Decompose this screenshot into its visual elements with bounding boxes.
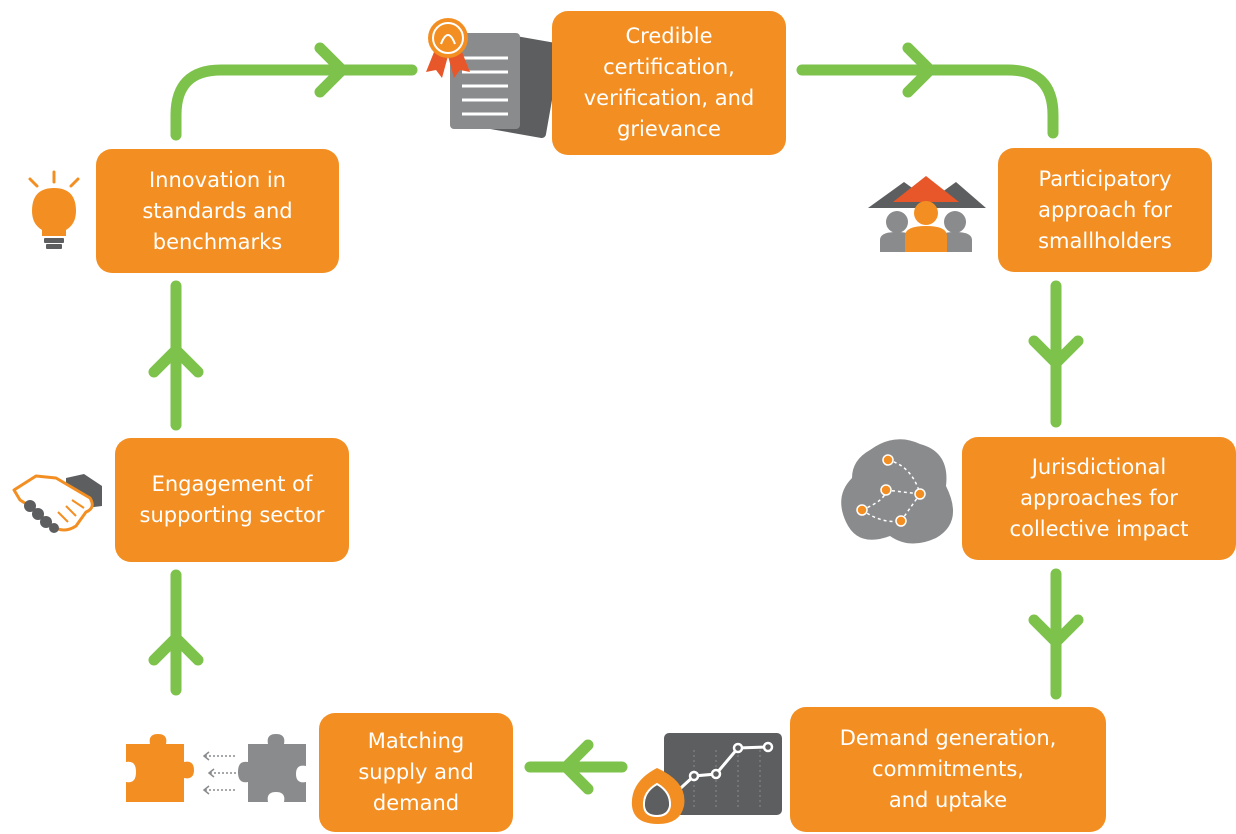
- step-smallholders: Participatory approach for smallholders: [998, 148, 1212, 272]
- step-demand: Demand generation, commitments, and upta…: [790, 707, 1106, 832]
- step-jurisdictional: Jurisdictional approaches for collective…: [962, 437, 1236, 560]
- arrowhead-right-1: [314, 42, 348, 98]
- step-engagement: Engagement of supporting sector: [115, 438, 349, 562]
- step-innovation: Innovation in standards and benchmarks: [96, 149, 339, 273]
- arrowhead-left-1: [560, 739, 594, 795]
- step-certification: Credible certification, verification, an…: [552, 11, 786, 155]
- certificate-document-icon: [426, 18, 562, 139]
- farmer-group-icon: [868, 176, 986, 252]
- arrowhead-up-1: [148, 632, 204, 666]
- arrowhead-down-2: [1028, 614, 1084, 648]
- arrowhead-down-1: [1028, 335, 1084, 369]
- connector-certification-to-smallholders: [796, 64, 1059, 139]
- lightbulb-icon: [28, 170, 80, 249]
- growth-chart-palm-fruit-icon: [631, 733, 782, 824]
- step-matching: Matching supply and demand: [319, 713, 513, 832]
- arrowhead-right-2: [902, 42, 936, 98]
- landscape-map-icon: [841, 439, 954, 544]
- arrowhead-up-2: [148, 344, 204, 378]
- handshake-icon: [12, 474, 102, 533]
- puzzle-pieces-icon: [126, 734, 306, 802]
- connector-innovation-to-certification: [170, 64, 418, 141]
